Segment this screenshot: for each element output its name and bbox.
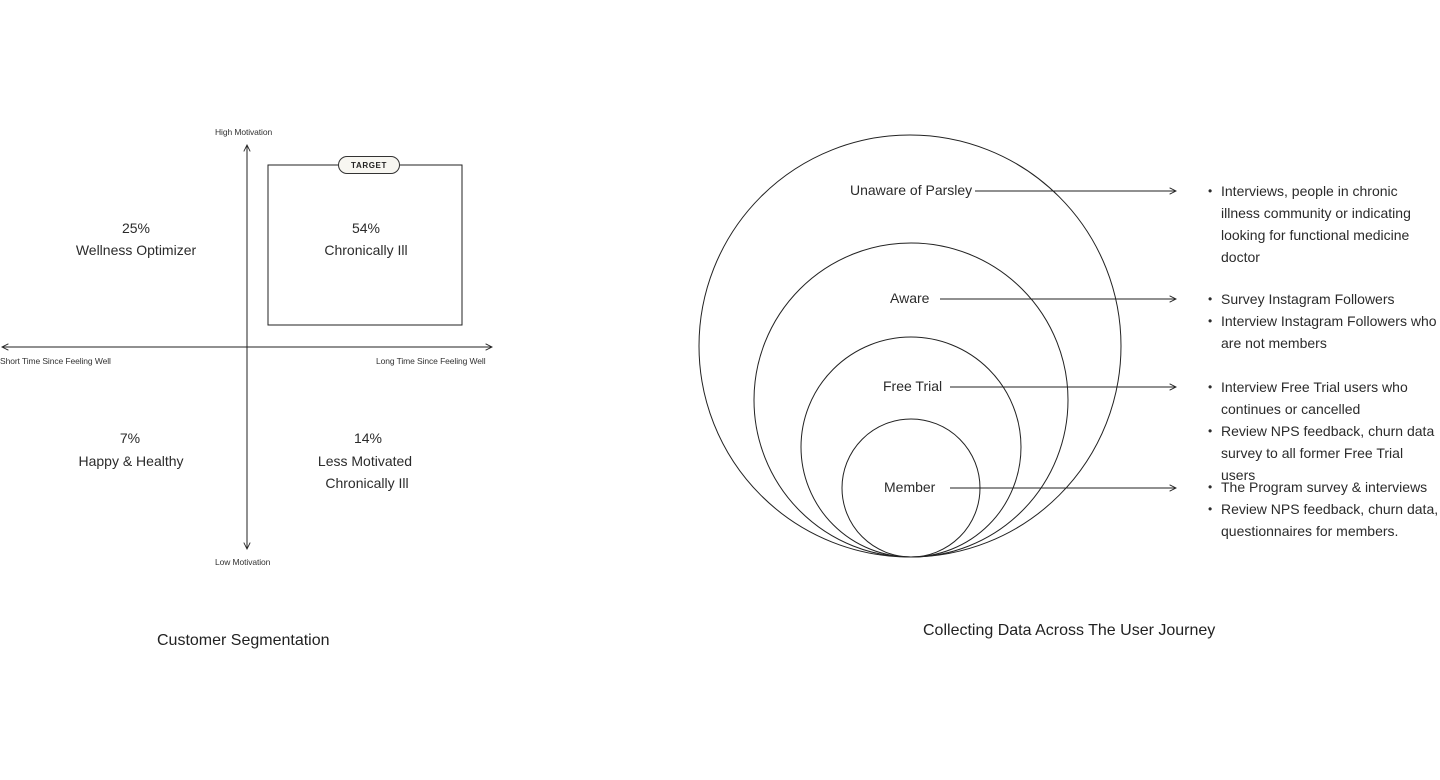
notes-unaware: Interviews, people in chronic illness co…: [1208, 180, 1440, 268]
quadrant-bottom-right-name-line2: Chronically Ill: [325, 475, 409, 491]
note-item: The Program survey & interviews: [1208, 476, 1440, 498]
note-item: Interviews, people in chronic illness co…: [1208, 180, 1440, 268]
quadrant-bottom-left-percent: 7%: [119, 430, 141, 446]
quadrant-top-left-name: Wellness Optimizer: [75, 242, 197, 258]
stage-label-aware: Aware: [887, 290, 933, 306]
stage-label-member: Member: [881, 479, 939, 495]
notes-aware: Survey Instagram Followers Interview Ins…: [1208, 288, 1440, 354]
quadrant-bottom-left-name: Happy & Healthy: [78, 453, 184, 469]
note-item: Review NPS feedback, churn data, questio…: [1208, 498, 1440, 542]
journey-title: Collecting Data Across The User Journey: [923, 622, 1216, 639]
quadrant-top-left-percent: 25%: [121, 220, 151, 236]
axis-label-high-motivation: High Motivation: [215, 127, 273, 137]
axis-label-low-motivation: Low Motivation: [215, 557, 271, 567]
quadrant-bottom-right-percent: 14%: [353, 430, 383, 446]
quadrant-top-right-percent: 54%: [351, 220, 381, 236]
stage-label-unaware: Unaware of Parsley: [847, 182, 976, 198]
note-item: Survey Instagram Followers: [1208, 288, 1440, 310]
segmentation-title: Customer Segmentation: [157, 632, 330, 649]
quadrant-top-right-name: Chronically Ill: [324, 242, 408, 258]
note-item: Interview Instagram Followers who are no…: [1208, 310, 1440, 354]
notes-free-trial: Interview Free Trial users who continues…: [1208, 376, 1440, 486]
note-item: Interview Free Trial users who continues…: [1208, 376, 1440, 420]
axis-label-long-time: Long Time Since Feeling Well: [376, 356, 486, 366]
quadrant-bottom-right-name-line1: Less Motivated: [317, 453, 413, 469]
axis-label-short-time: Short Time Since Feeling Well: [0, 356, 111, 366]
stage-label-free-trial: Free Trial: [880, 378, 946, 394]
notes-member: The Program survey & interviews Review N…: [1208, 476, 1440, 542]
target-badge: TARGET: [338, 156, 400, 174]
circle-free-trial: [800, 336, 1022, 558]
